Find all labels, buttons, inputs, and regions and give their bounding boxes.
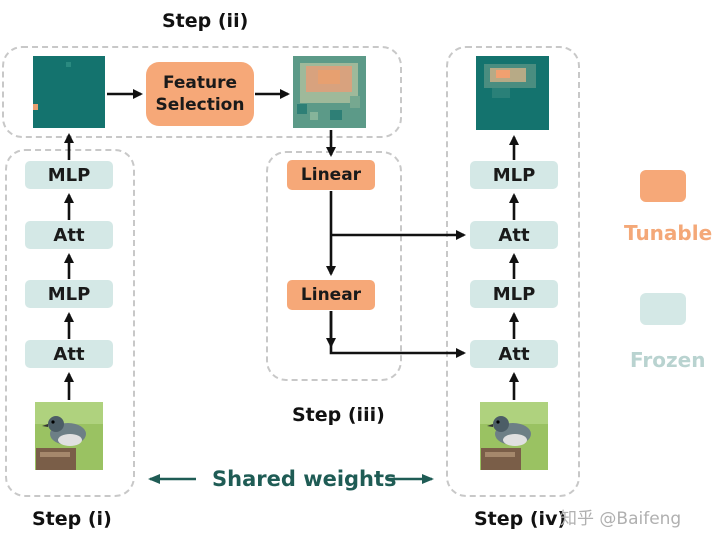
feature-selection-block: Feature Selection <box>146 62 254 126</box>
step-iv-group <box>446 46 580 497</box>
linear-bottom-block: Linear <box>287 280 375 310</box>
step-ii-group <box>2 46 402 138</box>
left-att-top-block: Att <box>25 221 113 249</box>
tunable-legend-label: Tunable <box>624 221 713 245</box>
left-mlp-top-block: MLP <box>25 161 113 189</box>
shared-weights-label: Shared weights <box>212 467 397 491</box>
watermark-text: 知乎 @Baifeng <box>560 509 682 529</box>
right-mlp-bottom-block: MLP <box>470 280 558 308</box>
step-i-label: Step (i) <box>32 508 112 530</box>
step-iii-label: Step (iii) <box>292 404 385 426</box>
frozen-legend-swatch <box>640 293 686 325</box>
frozen-legend-label: Frozen <box>630 348 706 372</box>
step-iv-label: Step (iv) <box>474 508 567 530</box>
step-i-group <box>5 149 135 497</box>
right-mlp-top-block: MLP <box>470 161 558 189</box>
tunable-legend-swatch <box>640 170 686 202</box>
linear-top-block: Linear <box>287 160 375 190</box>
step-ii-label: Step (ii) <box>162 10 249 32</box>
right-att-bottom-block: Att <box>470 340 558 368</box>
left-att-bottom-block: Att <box>25 340 113 368</box>
right-att-top-block: Att <box>470 221 558 249</box>
left-mlp-bottom-block: MLP <box>25 280 113 308</box>
